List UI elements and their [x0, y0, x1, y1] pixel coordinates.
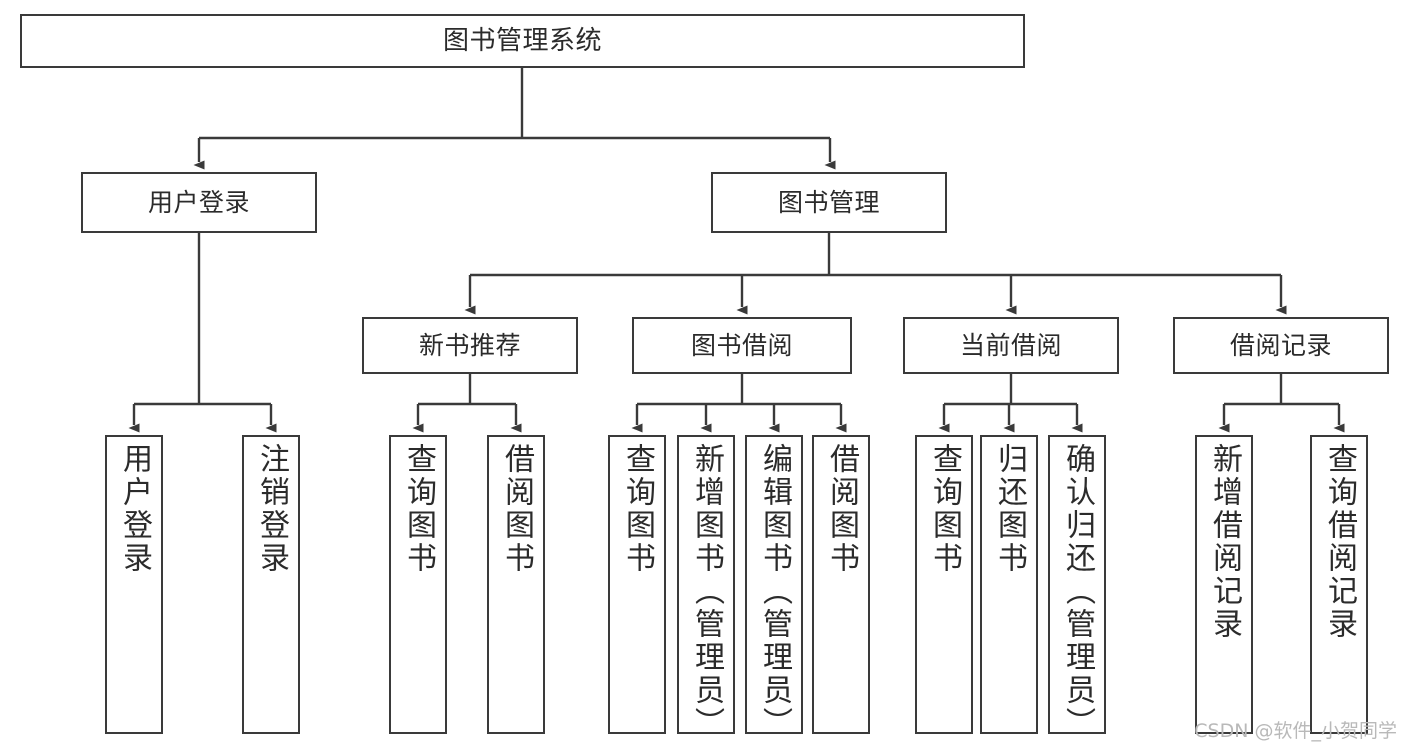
node-leaf-borrow-book[interactable]: 借阅图书 — [812, 435, 870, 734]
node-book-manage[interactable]: 图书管理 — [711, 172, 947, 233]
node-leaf-rec-search-label: 查询借阅记录 — [1322, 443, 1357, 641]
node-leaf-rec-search[interactable]: 查询借阅记录 — [1310, 435, 1368, 734]
node-current-borrow[interactable]: 当前借阅 — [903, 317, 1119, 374]
node-new-book-rec[interactable]: 新书推荐 — [362, 317, 578, 374]
node-root[interactable]: 图书管理系统 — [20, 14, 1025, 68]
node-leaf-borrow-query[interactable]: 查询图书 — [608, 435, 666, 734]
node-leaf-cur-query-label: 查询图书 — [927, 443, 962, 575]
node-book-manage-label: 图书管理 — [777, 187, 880, 217]
node-leaf-cur-query[interactable]: 查询图书 — [915, 435, 973, 734]
node-leaf-logout[interactable]: 注销登录 — [242, 435, 300, 734]
node-user-login[interactable]: 用户登录 — [81, 172, 317, 233]
node-leaf-borrow-book-label: 借阅图书 — [824, 443, 859, 575]
node-book-borrow-label: 图书借阅 — [690, 330, 793, 360]
node-borrow-record[interactable]: 借阅记录 — [1173, 317, 1389, 374]
node-leaf-rec-query-label: 查询图书 — [401, 443, 436, 575]
watermark: CSDN @软件_小贺同学 — [1194, 720, 1397, 742]
node-user-login-label: 用户登录 — [147, 187, 250, 217]
node-leaf-user-login[interactable]: 用户登录 — [105, 435, 163, 734]
node-current-borrow-label: 当前借阅 — [959, 330, 1062, 360]
node-leaf-cur-confirm[interactable]: 确认归还（管理员） — [1048, 435, 1106, 740]
node-new-book-rec-label: 新书推荐 — [418, 330, 521, 360]
node-leaf-logout-label: 注销登录 — [254, 443, 289, 575]
node-leaf-rec-query[interactable]: 查询图书 — [389, 435, 447, 734]
node-leaf-borrow-add-label: 新增图书（管理员） — [689, 443, 724, 740]
node-leaf-cur-return[interactable]: 归还图书 — [980, 435, 1038, 734]
node-leaf-cur-confirm-label: 确认归还（管理员） — [1060, 443, 1095, 740]
node-leaf-rec-add[interactable]: 新增借阅记录 — [1195, 435, 1253, 734]
node-leaf-rec-borrow-label: 借阅图书 — [499, 443, 534, 575]
node-leaf-borrow-edit[interactable]: 编辑图书（管理员） — [745, 435, 803, 740]
node-leaf-borrow-add[interactable]: 新增图书（管理员） — [677, 435, 735, 740]
node-leaf-borrow-edit-label: 编辑图书（管理员） — [757, 443, 792, 740]
node-leaf-rec-borrow[interactable]: 借阅图书 — [487, 435, 545, 734]
node-leaf-user-login-label: 用户登录 — [117, 443, 152, 575]
node-borrow-record-label: 借阅记录 — [1229, 330, 1332, 360]
node-leaf-borrow-query-label: 查询图书 — [620, 443, 655, 575]
node-leaf-cur-return-label: 归还图书 — [992, 443, 1027, 575]
node-book-borrow[interactable]: 图书借阅 — [632, 317, 852, 374]
node-root-label: 图书管理系统 — [442, 25, 602, 56]
node-leaf-rec-add-label: 新增借阅记录 — [1207, 443, 1242, 641]
